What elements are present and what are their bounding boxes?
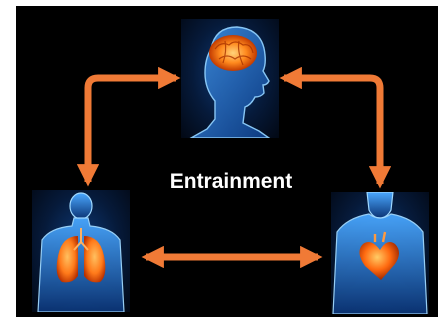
- diagram-canvas: Entrainment: [16, 6, 438, 317]
- arrow-brain-lungs: [88, 78, 176, 182]
- arrow-layer: [16, 6, 438, 317]
- entrainment-label: Entrainment: [150, 169, 312, 195]
